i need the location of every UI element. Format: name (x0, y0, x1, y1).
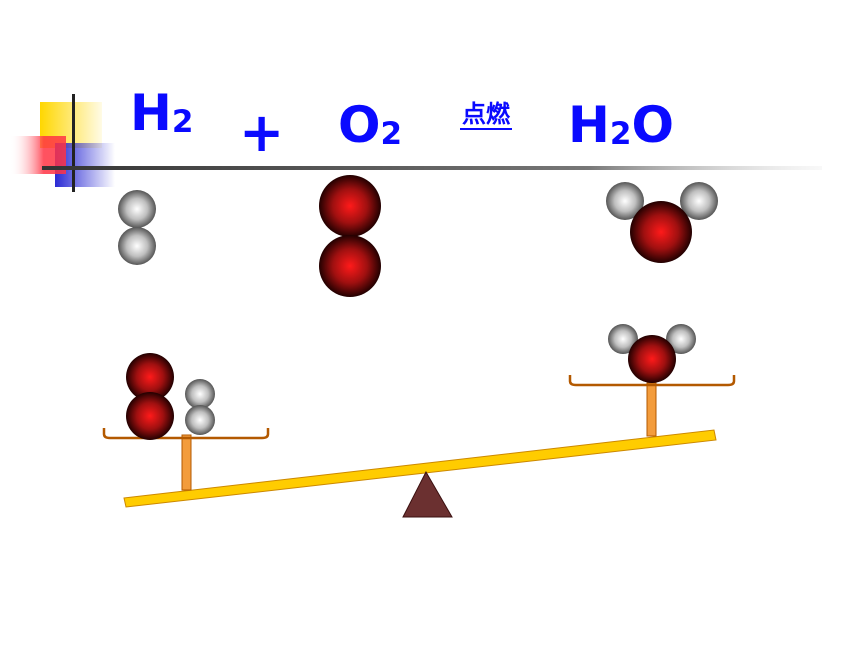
hydrogen-atom (666, 324, 696, 354)
hydrogen-atom (680, 182, 718, 220)
deco-vertical-line (72, 94, 75, 192)
o2-symbol: O (338, 96, 381, 154)
hydrogen-atom (118, 227, 156, 265)
plus-sign: + (239, 101, 285, 164)
hydrogen-atom (608, 324, 638, 354)
o2-molecule (319, 175, 381, 297)
left-post (181, 434, 192, 491)
h2-symbol: H (130, 84, 172, 142)
fulcrum (402, 470, 453, 518)
product-h2o: H2O (568, 100, 674, 150)
o2-subscript: 2 (380, 115, 403, 152)
hydrogen-atom (606, 182, 644, 220)
oxygen-atom (630, 201, 692, 263)
oxygen-atom (628, 335, 676, 383)
h2-subscript: 2 (171, 103, 194, 140)
hydrogen-atom (185, 405, 215, 435)
right-post (646, 382, 657, 437)
oxygen-atom (126, 392, 174, 440)
oxygen-atom (319, 175, 381, 237)
reactant-o2: O2 (338, 100, 402, 150)
balance-beam (123, 429, 717, 508)
h2o-subscript: 2 (609, 115, 632, 152)
reactant-h2: H2 (130, 88, 193, 138)
h2o-symbol-o: O (631, 96, 674, 154)
title-divider-line (42, 166, 822, 170)
h2o-symbol-h: H (568, 96, 610, 154)
hydrogen-atom (185, 379, 215, 409)
h2o-molecule (606, 182, 718, 263)
hydrogen-atom (118, 190, 156, 228)
left-pan (102, 428, 270, 440)
oxygen-atom (126, 353, 174, 401)
h2-molecule (118, 190, 156, 265)
title-decoration (10, 94, 822, 192)
oxygen-atom (319, 235, 381, 297)
reaction-condition: 点燃 (460, 100, 512, 130)
right-pan (568, 375, 736, 387)
balance-scale (102, 324, 736, 518)
